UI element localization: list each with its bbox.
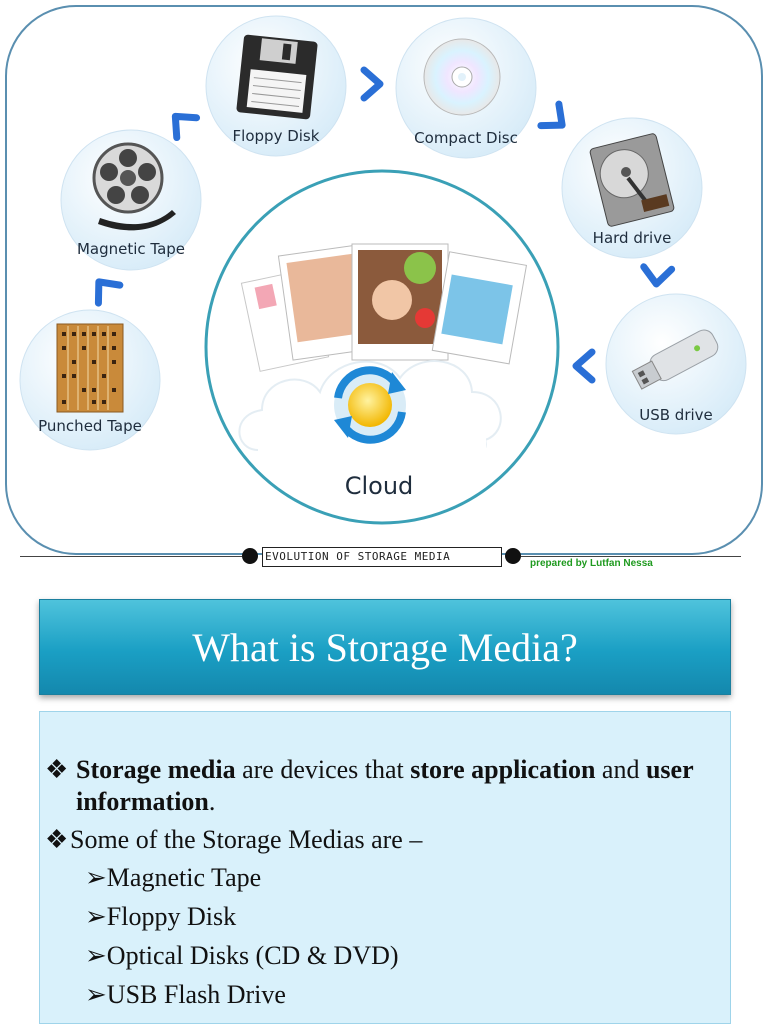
- title-banner: What is Storage Media?: [39, 599, 731, 695]
- chevron-arrow-icon: [94, 278, 124, 307]
- floppy-disk-icon: [236, 34, 318, 120]
- bullet-paragraph-1: ❖ Storage media are devices that store a…: [45, 755, 694, 816]
- footer-credit: prepared by Lutfan Nessa: [530, 558, 653, 569]
- list-item: ➢Magnetic Tape: [85, 863, 262, 892]
- footer-dot-right: [505, 548, 521, 564]
- footer-line-left: [20, 556, 242, 557]
- footer-title: EVOLUTION OF STORAGE MEDIA: [262, 547, 502, 567]
- arrow-bullet-icon: ➢: [85, 941, 107, 970]
- chevron-arrow-icon: [171, 112, 201, 142]
- term-storage-media: Storage media: [76, 755, 236, 784]
- cloud-node: Cloud: [204, 169, 560, 525]
- cloud-sync-icon: [334, 366, 406, 444]
- chevron-arrow-icon: [572, 348, 596, 384]
- punched-tape-icon: [56, 323, 124, 413]
- list-item: ➢Optical Disks (CD & DVD): [85, 941, 399, 970]
- bullet-paragraph-2: ❖ Some of the Storage Medias are –: [45, 825, 423, 854]
- page-title: What is Storage Media?: [192, 624, 578, 670]
- list-item: ➢USB Flash Drive: [85, 980, 286, 1009]
- chevron-arrow-icon: [640, 263, 676, 288]
- photo-stack-icon: [240, 243, 528, 372]
- content-text: ❖ Storage media are devices that store a…: [45, 754, 735, 1018]
- list-item: ➢Floppy Disk: [85, 902, 237, 931]
- diamond-bullet-icon: ❖: [45, 825, 69, 854]
- node-label-usb-drive: USB drive: [639, 406, 713, 424]
- node-label-compact-disc: Compact Disc: [414, 129, 518, 147]
- arrow-bullet-icon: ➢: [85, 902, 107, 931]
- chevron-arrow-icon: [360, 66, 384, 102]
- cd-icon: [423, 38, 501, 116]
- film-reel-icon: [92, 142, 176, 231]
- arrow-bullet-icon: ➢: [85, 980, 107, 1009]
- node-label-punched-tape: Punched Tape: [38, 417, 142, 435]
- usb-drive-icon: [631, 329, 719, 390]
- storage-evolution-diagram: Cloud: [5, 5, 763, 555]
- arrow-bullet-icon: ➢: [85, 863, 107, 892]
- node-label-floppy-disk: Floppy Disk: [233, 127, 320, 145]
- cloud-label: Cloud: [345, 472, 414, 500]
- chevron-arrow-icon: [537, 100, 566, 130]
- node-label-magnetic-tape: Magnetic Tape: [77, 240, 185, 258]
- footer-line-right: [521, 556, 741, 557]
- footer-dot-left: [242, 548, 258, 564]
- hard-drive-icon: [589, 133, 675, 227]
- content-box: [39, 711, 731, 1024]
- node-label-hard-drive: Hard drive: [593, 229, 672, 247]
- diamond-bullet-icon: ❖: [45, 755, 69, 784]
